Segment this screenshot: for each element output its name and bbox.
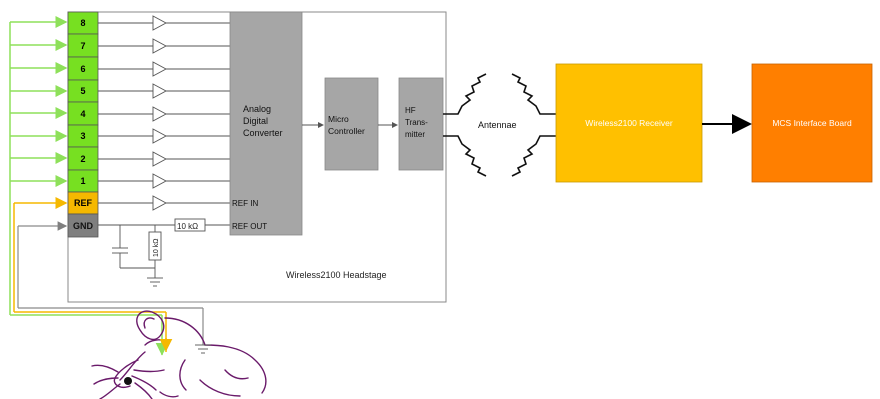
interface-board-block [751, 63, 873, 183]
mouse-icon [91, 310, 267, 399]
channel-label: 4 [80, 109, 85, 119]
channel-2: 2 [67, 146, 99, 171]
buffer-amplifier-icon [152, 173, 167, 189]
channel-label: 5 [80, 86, 85, 96]
buffer-amplifier-icon [152, 128, 167, 144]
hf-label-line1: HF [405, 106, 416, 115]
buffer-amplifier-icon [152, 83, 167, 99]
hf-label-line3: mitter [405, 130, 425, 139]
antennae-label: Antennae [478, 120, 517, 130]
svg-text:Micro Controller: Micro Controller [328, 114, 365, 136]
green-input-wires [9, 16, 163, 355]
svg-text:HF Trans- mitter: HF Trans- mitter [405, 106, 430, 139]
svg-text:Analog Digital Convert: Analog Digital Converter [243, 104, 283, 138]
channel-label: 7 [80, 41, 85, 51]
gnd-wire [17, 221, 204, 345]
gnd-label: GND [73, 221, 94, 231]
ref-in-label: REF IN [232, 199, 258, 208]
ground-symbol-icon [147, 277, 163, 287]
channel-label: 8 [80, 18, 85, 28]
buffer-amplifier-icon [152, 15, 167, 31]
channel-1: 1 [67, 169, 99, 193]
ref-out-network [98, 218, 230, 287]
micro-label-line1: Micro [328, 114, 349, 124]
antenna-left-icon [443, 73, 487, 177]
channel-label: 1 [80, 176, 85, 186]
channel-7: 7 [67, 33, 99, 58]
ground-symbol-icon [195, 344, 211, 354]
buffer-amplifier-icon [152, 61, 167, 77]
channel-4: 4 [67, 101, 99, 126]
adc-label-line1: Analog [243, 104, 271, 114]
channel-8: 8 [67, 11, 99, 35]
buffer-amplifier-icon [152, 195, 167, 211]
buffer-amplifier-icon [152, 38, 167, 54]
channel-label: 6 [80, 64, 85, 74]
antenna-right-icon [511, 73, 556, 177]
micro-controller-block [324, 77, 379, 171]
micro-label-line2: Controller [328, 126, 365, 136]
resistor-shunt-label: 10 kΩ [153, 239, 160, 257]
channel-6: 6 [67, 56, 99, 81]
channel-5: 5 [67, 79, 99, 103]
buffer-amplifier-icon [152, 106, 167, 122]
receiver-label: Wireless2100 Receiver [585, 118, 673, 128]
buffer-amplifiers [98, 15, 230, 211]
ref-out-label: REF OUT [232, 222, 267, 231]
mouse-eye-icon [124, 377, 132, 385]
channel-boxes: 8 7 6 5 4 3 2 1 REF GND [67, 11, 99, 238]
adc-label-line3: Converter [243, 128, 283, 138]
hf-label-line2: Trans- [405, 118, 428, 127]
electrode-pins [155, 338, 211, 356]
channel-gnd: GND [67, 213, 99, 238]
adc-label-line2: Digital [243, 116, 268, 126]
interface-label: MCS Interface Board [772, 118, 852, 128]
buffer-amplifier-icon [152, 151, 167, 167]
resistor-series-label: 10 kΩ [177, 222, 198, 231]
headstage-label: Wireless2100 Headstage [286, 270, 387, 280]
hf-transmitter-block [398, 77, 444, 171]
channel-label: 3 [80, 131, 85, 141]
ref-label: REF [74, 198, 93, 208]
channel-3: 3 [67, 124, 99, 148]
channel-ref: REF [67, 191, 99, 215]
channel-label: 2 [80, 154, 85, 164]
adc-block [229, 11, 303, 236]
receiver-block [555, 63, 703, 183]
